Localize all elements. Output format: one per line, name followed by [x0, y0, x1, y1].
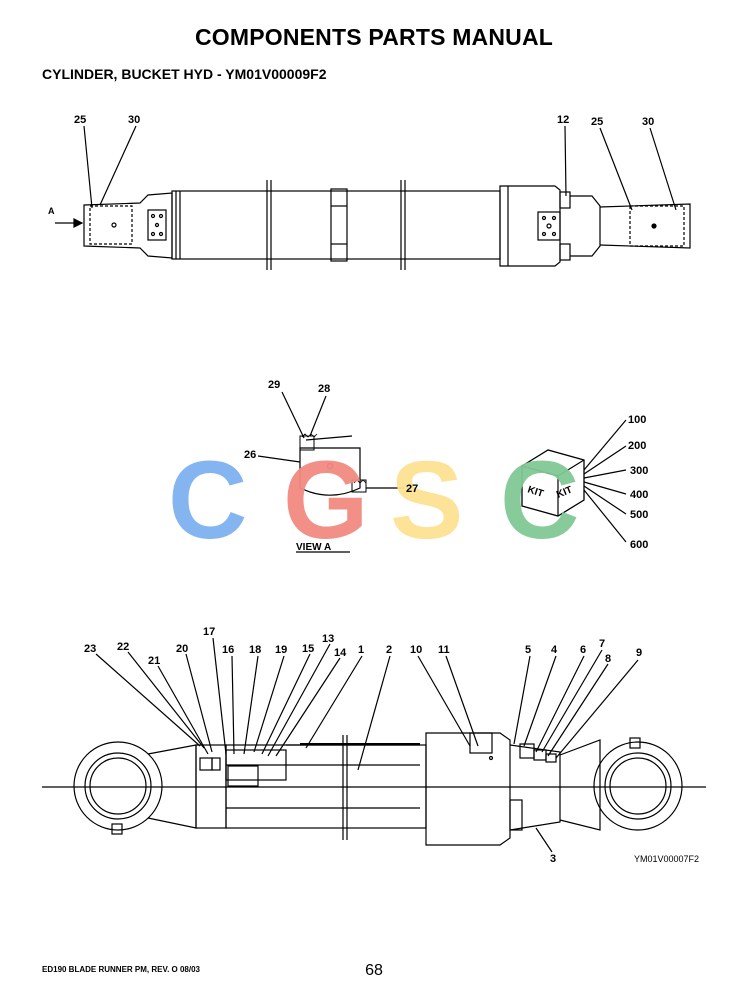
watermark-letter-3: S: [390, 439, 463, 562]
callout-23: 23: [84, 643, 96, 655]
callout-18: 18: [249, 644, 261, 656]
callout-top-25-left: 25: [74, 114, 86, 126]
page-title: COMPONENTS PARTS MANUAL: [194, 24, 554, 50]
kit-number-200: 200: [628, 440, 646, 452]
callout-26: 26: [244, 449, 256, 461]
callout-20: 20: [176, 643, 188, 655]
callout-7: 7: [599, 638, 605, 650]
callout-6: 6: [580, 644, 586, 656]
callout-17: 17: [203, 626, 215, 638]
kit-number-300: 300: [630, 465, 648, 477]
callout-top-30-right: 30: [642, 116, 654, 128]
callout-14: 14: [334, 647, 347, 659]
watermark-letter-4: C: [500, 439, 579, 562]
callout-top-25-right: 25: [591, 116, 603, 128]
callout-11: 11: [438, 644, 450, 656]
footer-document-id: ED190 BLADE RUNNER PM, REV. O 08/03: [42, 965, 200, 974]
callout-16: 16: [222, 644, 234, 656]
kit-number-500: 500: [630, 509, 648, 521]
bottom-section-view: [42, 637, 706, 853]
callout-3: 3: [550, 853, 556, 865]
kit-box-text-1: KIT: [526, 484, 545, 499]
callout-4: 4: [551, 644, 558, 656]
callout-19: 19: [275, 644, 287, 656]
kit-number-600: 600: [630, 539, 648, 551]
kit-number-400: 400: [630, 489, 648, 501]
top-cylinder-view: [55, 125, 691, 270]
view-a-label: VIEW A: [296, 542, 331, 553]
callout-28: 28: [318, 383, 330, 395]
page-number: 68: [365, 962, 383, 979]
page-subtitle: CYLINDER, BUCKET HYD - YM01V00009F2: [42, 66, 327, 82]
view-arrow-label: A: [48, 206, 55, 216]
callout-1: 1: [358, 644, 364, 656]
callout-27: 27: [406, 483, 418, 495]
callout-9: 9: [636, 647, 642, 659]
watermark: C G S C: [168, 439, 579, 562]
callout-22: 22: [117, 641, 129, 653]
watermark-letter-1: C: [168, 439, 247, 562]
callout-8: 8: [605, 653, 611, 665]
kit-number-100: 100: [628, 414, 646, 426]
callout-5: 5: [525, 644, 531, 656]
drawing-code: YM01V00007F2: [634, 854, 699, 864]
view-a-detail: [257, 391, 627, 553]
callout-13: 13: [322, 633, 334, 645]
callout-top-12: 12: [557, 114, 569, 126]
callout-15: 15: [302, 643, 314, 655]
callout-top-30-left: 30: [128, 114, 140, 126]
callout-10: 10: [410, 644, 422, 656]
callout-2: 2: [386, 644, 392, 656]
watermark-letter-2: G: [283, 439, 369, 562]
callout-21: 21: [148, 655, 160, 667]
callout-29: 29: [268, 379, 280, 391]
